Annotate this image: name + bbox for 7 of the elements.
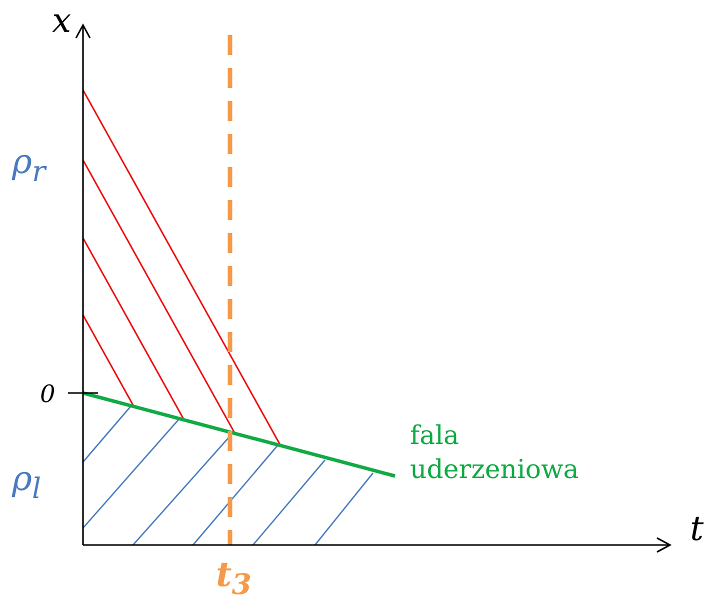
density-label: ρ$_{l}$ [12,462,42,504]
tick-label: 0 [40,382,56,406]
time-label: t$_{3}$ [216,558,252,598]
shock-wave-label: fala uderzeniowa [410,420,580,487]
density-label: ρ$_{r}$ [12,145,46,186]
axis-label: t [690,512,704,546]
axis-label: x [52,4,72,38]
